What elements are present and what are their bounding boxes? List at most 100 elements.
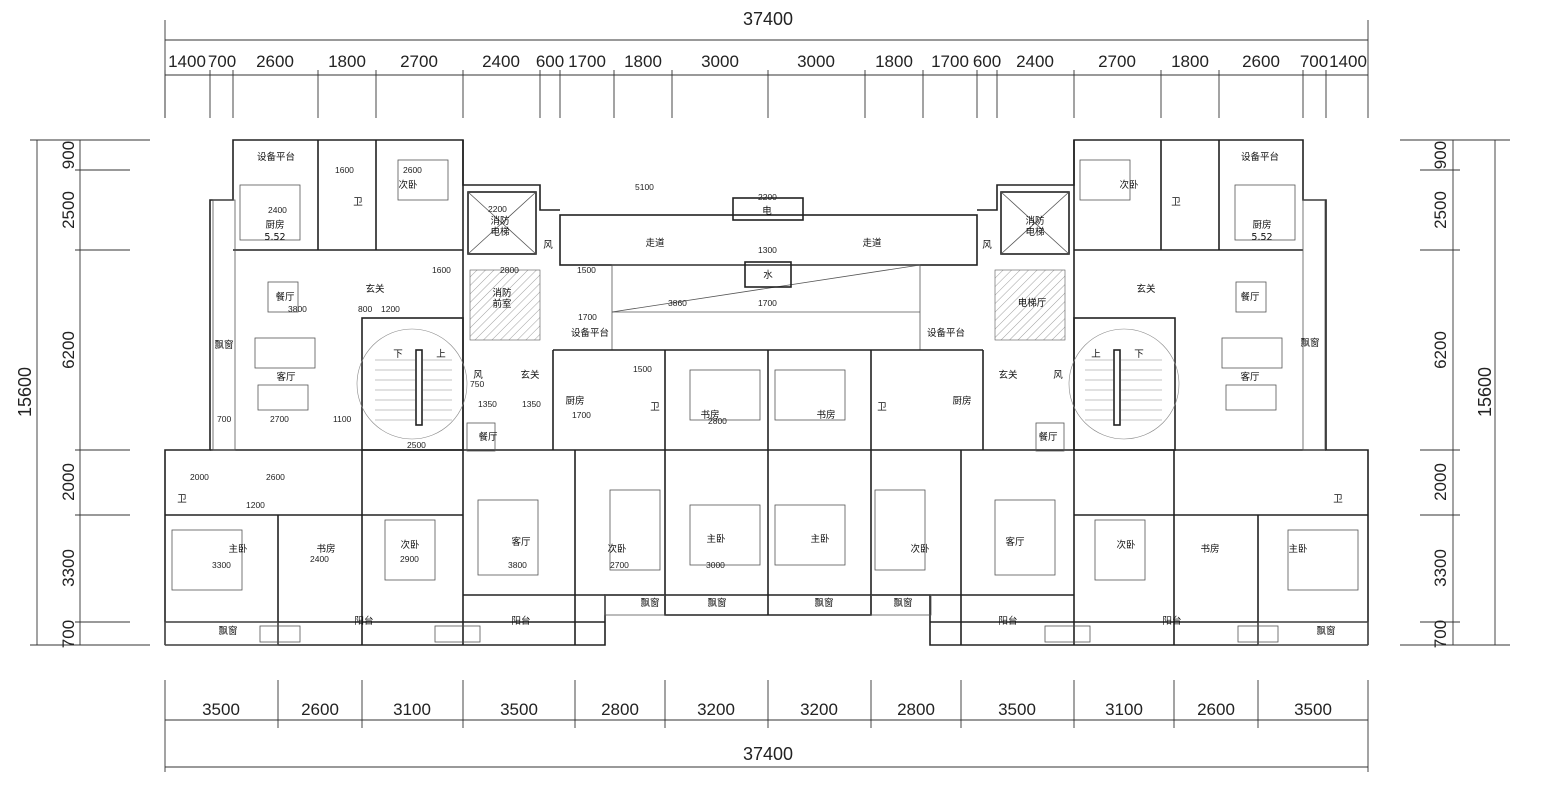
label-living-right-2: 客厅 xyxy=(1005,536,1025,548)
idim-1350-b: 1350 xyxy=(522,399,541,409)
label-foyer-right-2: 玄关 xyxy=(998,369,1018,381)
left-unit-labels: 设备平台 次卧 厨房 5.52 卫 消防电梯 风 餐厅 玄关 消防前室 飘窗 客… xyxy=(177,151,726,637)
label-kitchen-area-right: 5.52 xyxy=(1251,232,1272,243)
label-balcony-right: 阳台 xyxy=(1162,615,1181,627)
top-dim-7: 600 xyxy=(536,52,564,71)
right-dim-1: 900 xyxy=(1431,141,1450,169)
idim-750: 750 xyxy=(470,379,484,389)
label-balcony-left-2: 阳台 xyxy=(511,615,530,627)
idim-3000: 3000 xyxy=(706,560,725,570)
label-second-bedroom-right: 次卧 xyxy=(1116,539,1136,551)
top-dim-2: 700 xyxy=(208,52,236,71)
label-bath-right-bottom: 卫 xyxy=(1333,494,1343,505)
label-air-shaft-right: 风 xyxy=(982,240,992,251)
top-dim-15: 2400 xyxy=(1016,52,1054,71)
left-total-dimension: 15600 xyxy=(15,367,35,417)
left-dim-1: 900 xyxy=(59,141,78,169)
top-dim-3: 2600 xyxy=(256,52,294,71)
label-master-bedroom-right: 主卧 xyxy=(1288,543,1308,555)
label-living-left: 客厅 xyxy=(276,371,296,383)
furniture xyxy=(171,159,1359,643)
idim-2700-b: 2700 xyxy=(610,560,629,570)
idim-2000: 2000 xyxy=(190,472,209,482)
right-dim-5: 3300 xyxy=(1431,549,1450,587)
idim-1200: 1200 xyxy=(381,304,400,314)
label-study-center-left: 书房 xyxy=(700,409,719,421)
idim-1700-b: 1700 xyxy=(572,410,591,420)
overall-top-dimension: 37400 xyxy=(743,9,793,29)
label-bath-right-top: 卫 xyxy=(1171,197,1181,208)
idim-2900: 2900 xyxy=(400,554,419,564)
label-baywindow-left: 飘窗 xyxy=(214,339,233,351)
label-living-left-2: 客厅 xyxy=(511,536,531,548)
label-baywindow-right: 飘窗 xyxy=(1300,337,1319,349)
bottom-dim-11: 2600 xyxy=(1197,700,1235,719)
label-kitchen-center-right: 厨房 xyxy=(952,395,971,407)
bottom-dim-10: 3100 xyxy=(1105,700,1143,719)
label-master-bedroom-center-right: 主卧 xyxy=(810,533,830,545)
label-air-shaft-left: 风 xyxy=(543,240,553,251)
label-foyer-left-2: 玄关 xyxy=(520,369,540,381)
right-dim-6: 700 xyxy=(1431,620,1450,648)
label-electrical: 电 xyxy=(762,205,772,217)
label-bath-left-top: 卫 xyxy=(353,197,363,208)
right-total-dimension: 15600 xyxy=(1475,367,1495,417)
idim-2700: 2700 xyxy=(270,414,289,424)
right-dim-2: 2500 xyxy=(1431,191,1450,229)
bottom-dim-4: 3500 xyxy=(500,700,538,719)
idim-2500: 2500 xyxy=(407,440,426,450)
bottom-dim-9: 3500 xyxy=(998,700,1036,719)
label-baywindow-center-left: 飘窗 xyxy=(640,597,659,609)
idim-700: 700 xyxy=(217,414,231,424)
label-second-bedroom-left-top: 次卧 xyxy=(398,179,418,191)
label-bath-left-bottom: 卫 xyxy=(177,494,187,505)
label-living-right: 客厅 xyxy=(1240,371,1260,383)
left-dim-6: 700 xyxy=(59,620,78,648)
idim-3800: 3800 xyxy=(288,304,307,314)
right-unit-labels: 设备平台 次卧 厨房 5.52 卫 消防电梯 风 餐厅 玄关 电梯厅 飘窗 客厅… xyxy=(810,151,1343,637)
idim-2800: 2800 xyxy=(500,265,519,275)
label-air-shaft-left-2: 风 xyxy=(473,370,483,381)
label-kitchen-area-left: 5.52 xyxy=(264,232,285,243)
top-dim-14: 600 xyxy=(973,52,1001,71)
idim-800: 800 xyxy=(358,304,372,314)
label-second-bedroom-left: 次卧 xyxy=(400,539,420,551)
bottom-dim-3: 3100 xyxy=(393,700,431,719)
idim-2400-b: 2400 xyxy=(310,554,329,564)
top-dim-20: 1400 xyxy=(1329,52,1367,71)
right-dim-4: 2000 xyxy=(1431,463,1450,501)
top-dim-6: 2400 xyxy=(482,52,520,71)
idim-2400: 2400 xyxy=(268,205,287,215)
bottom-dim-5: 2800 xyxy=(601,700,639,719)
bottom-dim-7: 3200 xyxy=(800,700,838,719)
label-bath-center-right: 卫 xyxy=(877,402,887,413)
bottom-dimension-chain: 3500 2600 3100 3500 2800 3200 3200 2800 … xyxy=(164,680,1369,772)
top-dim-9: 1800 xyxy=(624,52,662,71)
idim-1600-b: 1600 xyxy=(432,265,451,275)
label-study-right: 书房 xyxy=(1200,543,1219,555)
right-dimension-chain: 15600 900 2500 6200 2000 3300 700 xyxy=(1400,139,1510,648)
idim-1500: 1500 xyxy=(577,265,596,275)
label-study-center-right: 书房 xyxy=(816,409,835,421)
label-kitchen-right: 厨房 xyxy=(1252,219,1271,231)
idim-1600: 1600 xyxy=(335,165,354,175)
idim-2600-b: 2600 xyxy=(266,472,285,482)
label-equipment-platform-center-left: 设备平台 xyxy=(571,327,609,339)
label-equipment-platform-center-right: 设备平台 xyxy=(927,327,965,339)
top-dim-10: 3000 xyxy=(701,52,739,71)
top-dim-19: 700 xyxy=(1300,52,1328,71)
top-dim-5: 2700 xyxy=(400,52,438,71)
left-dim-2: 2500 xyxy=(59,191,78,229)
label-equipment-platform-left: 设备平台 xyxy=(257,151,295,163)
idim-2600: 2600 xyxy=(403,165,422,175)
bottom-dim-1: 3500 xyxy=(202,700,240,719)
left-dimension-chain: 15600 900 2500 6200 2000 3300 700 xyxy=(15,139,150,648)
top-dim-17: 1800 xyxy=(1171,52,1209,71)
idim-3300: 3300 xyxy=(212,560,231,570)
label-second-bedroom-right-top: 次卧 xyxy=(1119,179,1139,191)
top-dim-13: 1700 xyxy=(931,52,969,71)
label-foyer-left: 玄关 xyxy=(365,283,385,295)
left-dim-5: 3300 xyxy=(59,549,78,587)
top-dim-16: 2700 xyxy=(1098,52,1136,71)
label-corridor-right: 走道 xyxy=(862,237,882,249)
